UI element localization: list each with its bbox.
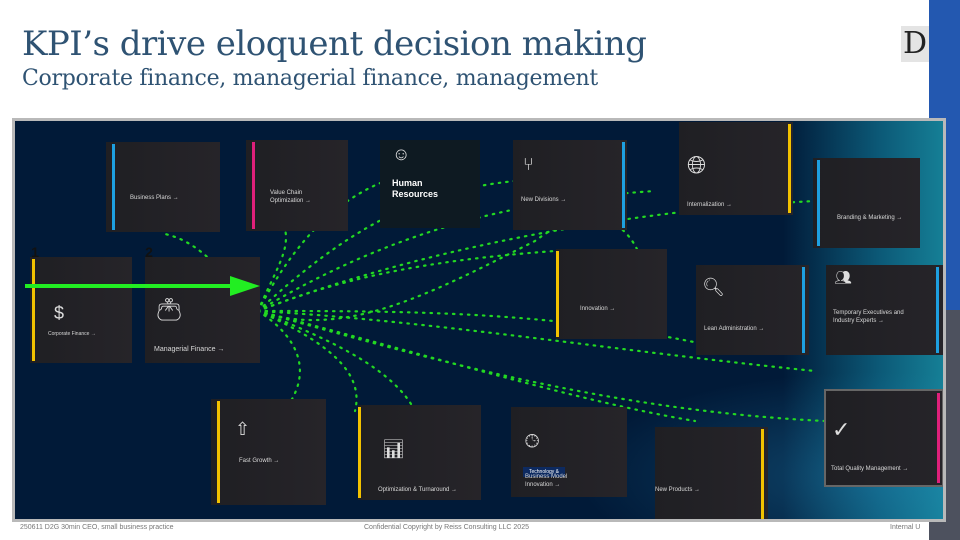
card-label: Internalization → <box>687 201 733 208</box>
path-fast-growth <box>256 309 301 423</box>
path-optimization <box>256 309 358 413</box>
card-value-chain[interactable]: Value Chain Optimization → <box>246 140 348 231</box>
card-label: Fast Growth → <box>239 457 280 464</box>
card-label: Total Quality Management → <box>831 465 909 472</box>
kpi-map-image: Business Plans → Value Chain Optimizatio… <box>12 118 946 522</box>
card-new-divisions[interactable]: ⑂ New Divisions → <box>513 140 627 230</box>
footer-left: 250611 D2G 30min CEO, small business pra… <box>20 524 174 531</box>
path-human-resources <box>256 179 387 313</box>
slide-subtitle: Corporate finance, managerial finance, m… <box>22 66 598 91</box>
accent-bar <box>802 267 805 353</box>
card-label: New Divisions → <box>521 196 567 203</box>
report-icon: 📊︎ <box>382 439 405 459</box>
card-label: Managerial Finance → <box>154 346 225 354</box>
check-circle-icon: ✓ <box>832 417 851 442</box>
card-temporary-executives[interactable]: 👥︎ Temporary Executives and Industry Exp… <box>826 265 943 355</box>
path-lean-admin <box>256 309 737 353</box>
globe-icon: 🌐︎ <box>687 152 707 179</box>
card-internalization[interactable]: 🌐︎ Internalization → <box>679 122 793 215</box>
card-fast-growth[interactable]: ⇧ Fast Growth → <box>211 399 326 505</box>
card-label: Value Chain Optimization → <box>270 190 312 204</box>
badge-number: 2 <box>145 244 153 260</box>
path-tqm <box>256 309 827 423</box>
card-label: Temporary Executives and Industry Expert… <box>833 310 904 324</box>
accent-bar <box>817 160 820 246</box>
accent-bar <box>32 259 35 361</box>
card-lean-administration[interactable]: 🔍︎ Lean Administration → <box>696 265 809 355</box>
accent-bar <box>761 429 764 519</box>
step-badge-2: 2 <box>135 235 160 263</box>
slide-title: KPI’s drive eloquent decision making <box>22 24 647 64</box>
growth-chart-icon: ⇧ <box>235 419 251 439</box>
path-temp-exec <box>256 309 817 373</box>
card-managerial-finance[interactable]: 👛︎ Managerial Finance → <box>145 257 260 363</box>
card-label: Branding & Marketing → <box>837 214 903 221</box>
accent-bar <box>252 142 255 229</box>
path-loop <box>256 217 648 322</box>
briefcase-clock-icon: 🕒︎ <box>525 431 540 451</box>
badge-number: 1 <box>31 244 39 260</box>
card-label: Human Resources <box>392 178 439 200</box>
document-search-icon: 🔍︎ <box>702 277 725 297</box>
card-total-quality[interactable]: ✓ Total Quality Management → <box>824 389 943 487</box>
card-label: New Products → <box>655 486 701 493</box>
card-label: Business Plans → <box>130 194 179 201</box>
path-innovation <box>256 249 557 313</box>
accent-bar <box>217 401 220 503</box>
accent-bar <box>622 142 625 228</box>
step-badge-1: 1 <box>21 235 46 263</box>
card-corporate-finance[interactable]: $ Corporate Finance → <box>30 257 132 363</box>
card-label-highlight: Technology & <box>523 467 566 477</box>
path-value-chain <box>256 227 288 313</box>
head-icon: ☺ <box>392 144 411 164</box>
dollar-document-icon: $ <box>54 303 65 323</box>
accent-bar <box>788 124 791 213</box>
card-business-plans[interactable]: Business Plans → <box>106 142 220 232</box>
card-technology-innovation[interactable]: 🕒︎ Technology & Business Model Innovatio… <box>511 407 627 497</box>
accent-bar <box>556 251 559 337</box>
accent-bar <box>112 144 115 230</box>
accent-bar <box>358 407 361 498</box>
card-label: Optimization & Turnaround → <box>378 486 458 493</box>
company-logo: D <box>901 26 929 62</box>
card-branding-marketing[interactable]: Branding & Marketing → <box>813 158 920 248</box>
path-internalization <box>256 189 657 313</box>
branch-icon: ⑂ <box>523 154 534 174</box>
wallet-icon: 👛︎ <box>155 297 183 322</box>
card-label: Corporate Finance → <box>48 330 96 337</box>
footer-right: Internal U <box>890 524 921 531</box>
card-label: Business Model Innovation → <box>525 474 568 488</box>
path-technology <box>256 309 417 413</box>
card-new-products[interactable]: New Products → <box>655 427 768 519</box>
accent-bar <box>936 267 939 353</box>
card-label: Lean Administration → <box>704 325 765 332</box>
card-label: Innovation → <box>580 305 616 312</box>
card-human-resources[interactable]: ☺ Human Resources <box>380 140 480 228</box>
card-optimization-turnaround[interactable]: 📊︎ Optimization & Turnaround → <box>358 405 481 500</box>
card-innovation[interactable]: Innovation → <box>556 249 667 339</box>
path-business-plans <box>163 232 260 313</box>
footer-copyright: Confidential Copyright by Reiss Consulti… <box>364 524 529 531</box>
team-icon: 👥︎ <box>834 269 852 285</box>
green-arrow <box>25 276 260 296</box>
accent-bar <box>937 393 940 483</box>
